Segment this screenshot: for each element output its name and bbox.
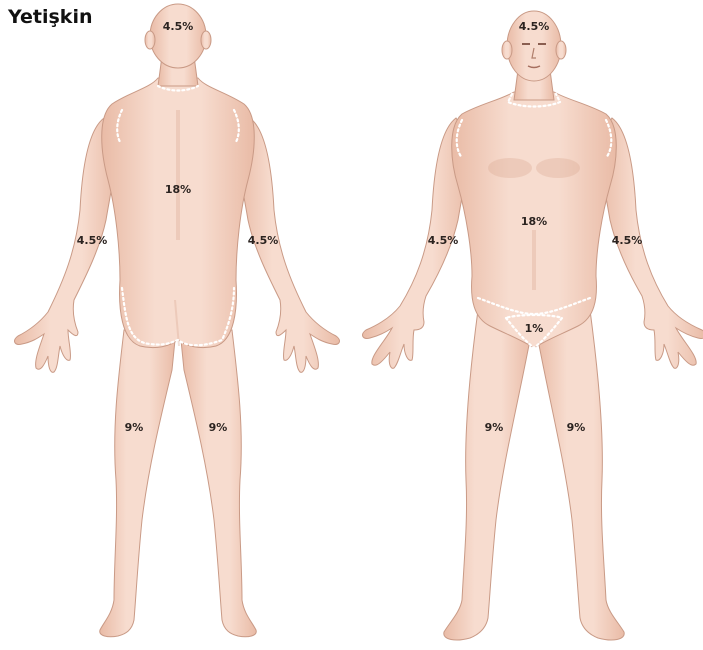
back-leg-right-pct: 9% <box>209 421 228 434</box>
back-arm-right-pct: 4.5% <box>248 234 279 247</box>
front-right-leg <box>536 310 624 640</box>
back-leg-left-pct: 9% <box>125 421 144 434</box>
front-arm-right-pct: 4.5% <box>612 234 643 247</box>
front-leg-left-pct: 9% <box>485 421 504 434</box>
front-genital-pct: 1% <box>525 322 544 335</box>
back-head-pct: 4.5% <box>163 20 194 33</box>
back-left-leg <box>100 330 176 637</box>
front-head-pct: 4.5% <box>519 20 550 33</box>
back-view-figure: 4.5% 18% 4.5% 4.5% 9% 9% <box>15 4 340 637</box>
front-trunk-pct: 18% <box>521 215 547 228</box>
back-arm-left-pct: 4.5% <box>77 234 108 247</box>
back-trunk-pct: 18% <box>165 183 191 196</box>
back-ear-left <box>145 31 155 49</box>
back-right-leg <box>180 330 256 637</box>
front-leg-right-pct: 9% <box>567 421 586 434</box>
front-arm-left-pct: 4.5% <box>428 234 459 247</box>
back-head <box>150 4 206 68</box>
front-ear-right <box>556 41 566 59</box>
front-ear-left <box>502 41 512 59</box>
front-left-leg <box>444 310 532 640</box>
front-view-figure: 4.5% 18% 4.5% 4.5% 1% 9% 9% <box>363 11 703 640</box>
back-ear-right <box>201 31 211 49</box>
